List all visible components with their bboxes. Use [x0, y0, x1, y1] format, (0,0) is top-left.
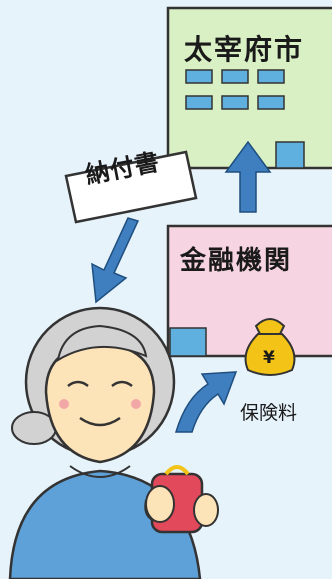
- money-bag-icon: [244, 318, 296, 376]
- yen-symbol: ¥: [263, 348, 275, 368]
- arrow-person-to-bank: [174, 371, 238, 433]
- elderly-woman: [8, 306, 219, 579]
- insurance-premium-label: 保険料: [240, 402, 298, 424]
- city-office-label: 太宰府市: [184, 33, 305, 66]
- bank-label: 金融機関: [180, 246, 293, 276]
- arrow-slip-to-person: [91, 217, 140, 304]
- city-office-building: [166, 6, 332, 170]
- flow-arrows: [91, 140, 272, 433]
- arrow-bank-to-city: [224, 140, 272, 213]
- payment-slip: [64, 150, 198, 224]
